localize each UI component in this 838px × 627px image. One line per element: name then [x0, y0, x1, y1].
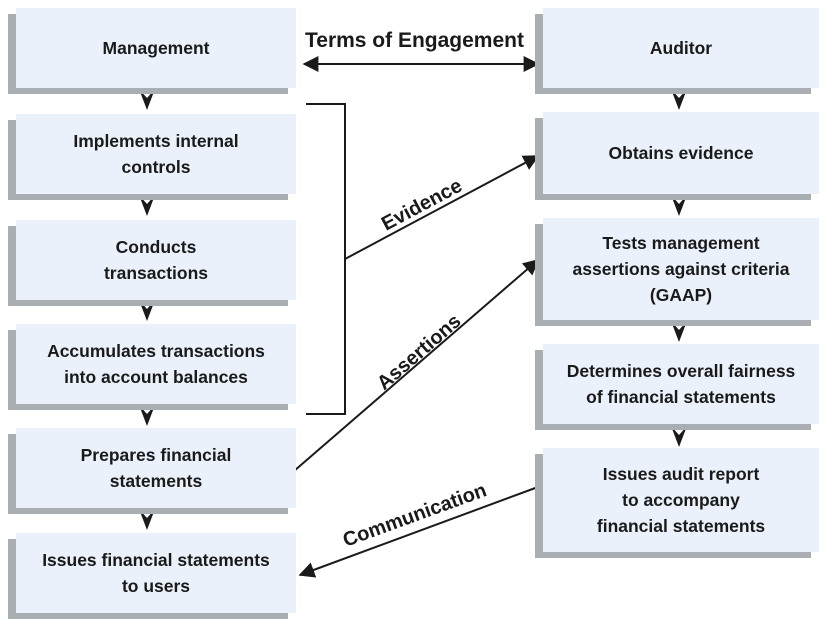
down-arrow-icon — [671, 426, 687, 447]
down-arrow-icon — [671, 89, 687, 110]
box-text: Prepares financial — [80, 445, 232, 465]
box-text: controls — [121, 157, 191, 177]
box-determines-fairness: Determines overall fairness of financial… — [543, 344, 819, 424]
box-text: transactions — [103, 263, 209, 283]
box-text: of financial statements — [586, 387, 776, 407]
box-text: to accompany — [622, 490, 740, 510]
box-text: assertions against criteria — [572, 259, 790, 279]
box-text: Management — [102, 38, 210, 58]
management-bracket — [306, 103, 346, 415]
box-tests-assertions: Tests management assertions against crit… — [543, 218, 819, 320]
down-arrow-icon — [139, 405, 155, 426]
box-text: financial statements — [596, 516, 766, 536]
down-arrow-icon — [139, 300, 155, 321]
box-implements-controls: Implements internal controls — [16, 114, 296, 194]
box-management: Management — [16, 8, 296, 88]
assertions-arrow — [293, 258, 540, 472]
box-text: statements — [109, 471, 203, 491]
box-text: Determines overall fairness — [566, 361, 796, 381]
box-accumulates-transactions: Accumulates transactions into account ba… — [16, 324, 296, 404]
down-arrow-icon — [671, 195, 687, 216]
box-auditor: Auditor — [543, 8, 819, 88]
down-arrow-icon — [139, 89, 155, 110]
box-text: into account balances — [64, 367, 248, 387]
terms-label: Terms of Engagement — [305, 29, 524, 52]
box-conducts-transactions: Conducts transactions — [16, 220, 296, 300]
box-issues-statements: Issues financial statements to users — [16, 533, 296, 613]
box-text: Tests management — [602, 233, 760, 253]
box-obtains-evidence: Obtains evidence — [543, 112, 819, 194]
box-text: Accumulates transactions — [47, 341, 265, 361]
communication-arrow — [298, 486, 539, 578]
box-text: (GAAP) — [649, 285, 713, 305]
box-text: Implements internal — [73, 131, 239, 151]
evidence-arrow — [344, 155, 540, 260]
box-text: Issues audit report — [602, 464, 760, 484]
down-arrow-icon — [139, 195, 155, 216]
down-arrow-icon — [139, 509, 155, 530]
box-text: Conducts — [115, 237, 197, 257]
box-text: Auditor — [649, 38, 713, 58]
box-issues-report: Issues audit report to accompany financi… — [543, 448, 819, 552]
down-arrow-icon — [671, 321, 687, 342]
box-text: Issues financial statements — [42, 550, 270, 570]
box-text: Obtains evidence — [608, 143, 754, 163]
box-text: to users — [121, 576, 191, 596]
box-prepares-statements: Prepares financial statements — [16, 428, 296, 508]
